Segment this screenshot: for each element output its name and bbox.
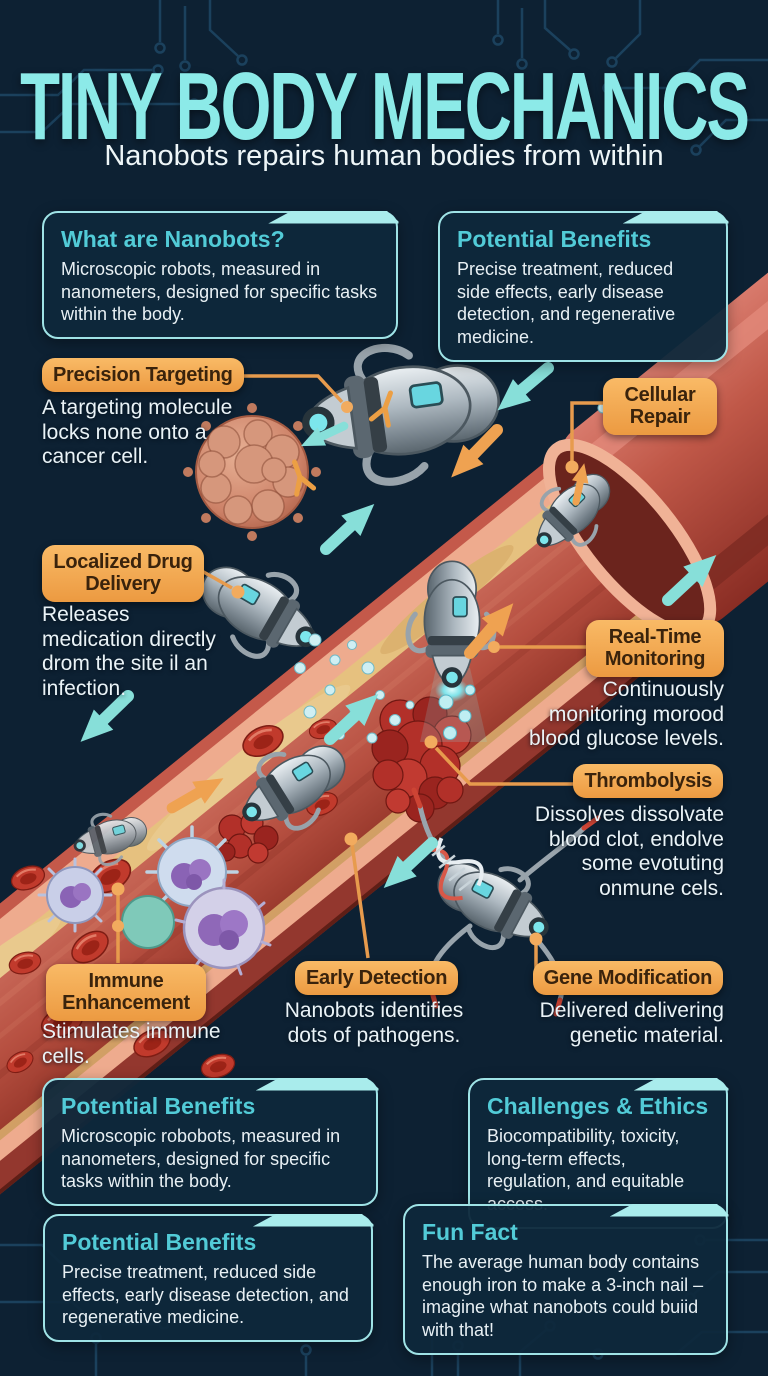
pill-early-detection: Early Detection (295, 961, 459, 996)
note-early-detection: Nanobots identifies dots of pathogens. (284, 999, 464, 1047)
box-heading: Fun Fact (422, 1219, 518, 1245)
pill-localized-drug-delivery: Localized Drug Delivery (42, 545, 204, 602)
box-corner-tab (253, 1214, 374, 1227)
box-corner-tab (268, 211, 398, 224)
box-corner-tab (623, 211, 729, 224)
dna-helix (425, 837, 484, 901)
box-body: The average human body contains enough i… (422, 1252, 704, 1341)
note-real-time-monitoring: Continuously monitoring morood blood glu… (529, 678, 724, 751)
note-thrombolysis: Dissolves dissolvate blood clot, endolve… (534, 803, 724, 900)
teal-cell (121, 895, 175, 949)
box-heading: Potential Benefits (457, 226, 652, 252)
immune-cells (37, 825, 272, 976)
box-corner-tab (256, 1078, 379, 1091)
box-heading: Potential Benefits (62, 1229, 257, 1255)
box-body: Precise treatment, reduced side effects,… (457, 259, 676, 348)
box-heading: Potential Benefits (61, 1093, 256, 1119)
info-box-potential-benefits-mid: Potential Benefits Microscopic robobots,… (42, 1078, 379, 1207)
note-immune-enhancement: Stimulates immune cells. (42, 1020, 221, 1068)
box-body: Biocompatibility, toxicity, long-term ef… (487, 1126, 685, 1214)
nanobot-monitoring (408, 561, 494, 742)
box-body: Microscopic robobots, measured in nanome… (61, 1126, 341, 1192)
pill-cellular-repair: Cellular Repair (603, 378, 717, 435)
info-box-potential-benefits-top: Potential Benefits Precise treatment, re… (438, 211, 728, 362)
page-subtitle: Nanobots repairs human bodies from withi… (104, 140, 664, 172)
box-corner-tab (610, 1204, 729, 1217)
box-heading: What are Nanobots? (61, 226, 285, 252)
box-heading: Challenges & Ethics (487, 1093, 709, 1119)
info-box-fun-fact: Fun Fact The average human body contains… (403, 1204, 728, 1355)
pill-precision-targeting: Precision Targeting (42, 358, 244, 393)
pill-thrombolysis: Thrombolysis (573, 764, 723, 799)
box-corner-tab (634, 1078, 729, 1091)
info-box-potential-benefits-bottom: Potential Benefits Precise treatment, re… (43, 1214, 374, 1343)
info-box-what-are-nanobots: What are Nanobots? Microscopic robots, m… (42, 211, 398, 340)
callout-connectors (111, 374, 628, 980)
note-gene-modification: Delivered delivering genetic material. (539, 999, 724, 1047)
pill-gene-modification: Gene Modification (532, 961, 723, 996)
pill-immune-enhancement: Immune Enhancement (46, 964, 206, 1021)
nanobot-drug-delivery (183, 387, 622, 744)
pill-real-time-monitoring: Real-Time Monitoring (586, 620, 724, 677)
box-body: Microscopic robots, measured in nanomete… (61, 259, 378, 325)
page-title: TINY BODY MECHANICS (20, 53, 750, 160)
note-localized-drug-delivery: Releases medication directly drom the si… (42, 603, 216, 700)
box-body: Precise treatment, reduced side effects,… (62, 1262, 349, 1328)
small-blood-clot (216, 811, 279, 864)
note-precision-targeting: A targeting molecule locks none onto a c… (42, 396, 233, 469)
